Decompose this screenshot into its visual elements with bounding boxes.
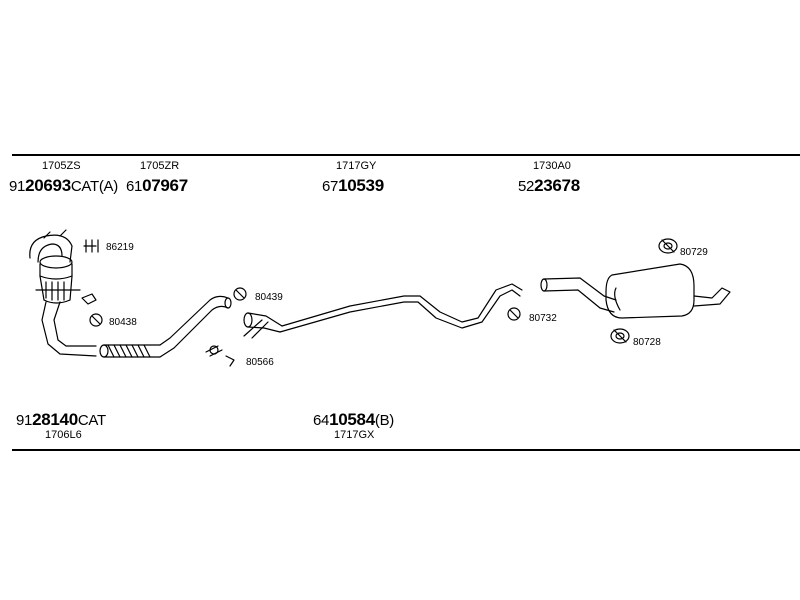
- top-divider: [12, 154, 800, 156]
- top-part-number-3: 6710539: [322, 177, 384, 194]
- part-number: 10584: [329, 410, 375, 429]
- hanger-86219: [83, 239, 99, 253]
- top-part-code-1: 1705ZS: [42, 160, 81, 172]
- part-number: 23678: [534, 176, 580, 195]
- bottom-part-number-1: 9128140CAT: [16, 411, 106, 428]
- ref-label-80438: 80438: [109, 317, 137, 328]
- part-number: 20693: [25, 176, 71, 195]
- part-prefix: 64: [313, 412, 330, 429]
- top-part-number-2: 6107967: [126, 177, 188, 194]
- part-suffix: CAT: [77, 412, 106, 429]
- part-suffix: CAT(A): [70, 178, 118, 195]
- part-number: 28140: [32, 410, 78, 429]
- ref-label-80728: 80728: [633, 337, 661, 348]
- rear-silencer: [540, 263, 731, 319]
- rubber-mount-80728: [610, 328, 630, 344]
- clamp-80438: [89, 313, 103, 327]
- middle-pipe: [243, 283, 523, 339]
- part-prefix: 52: [518, 178, 535, 195]
- ref-label-86219: 86219: [106, 242, 134, 253]
- top-part-number-4: 5223678: [518, 177, 580, 194]
- bolt-kit-80566: [205, 345, 235, 367]
- bottom-part-code-2: 1717GX: [334, 429, 375, 441]
- clamp-80439: [233, 287, 247, 301]
- rubber-mount-80729: [658, 238, 678, 254]
- part-number: 10539: [338, 176, 384, 195]
- front-flex-pipe: [99, 295, 232, 358]
- ref-label-80729: 80729: [680, 247, 708, 258]
- bottom-part-number-2: 6410584(B): [313, 411, 394, 428]
- part-prefix: 91: [16, 412, 33, 429]
- part-suffix: (B): [374, 412, 394, 429]
- part-prefix: 61: [126, 178, 143, 195]
- part-number: 07967: [142, 176, 188, 195]
- part-prefix: 67: [322, 178, 339, 195]
- ref-label-80566: 80566: [246, 357, 274, 368]
- top-part-number-1: 9120693CAT(A): [9, 177, 118, 194]
- ref-label-80439: 80439: [255, 292, 283, 303]
- catalytic-converter-assembly: [29, 229, 97, 357]
- top-part-code-2: 1705ZR: [140, 160, 180, 172]
- top-part-code-3: 1717GY: [336, 160, 377, 172]
- bottom-divider: [12, 449, 800, 451]
- ref-label-80732: 80732: [529, 313, 557, 324]
- part-prefix: 91: [9, 178, 26, 195]
- clamp-80732: [507, 307, 521, 321]
- bottom-part-code-1: 1706L6: [45, 429, 82, 441]
- top-part-code-4: 1730A0: [533, 160, 571, 172]
